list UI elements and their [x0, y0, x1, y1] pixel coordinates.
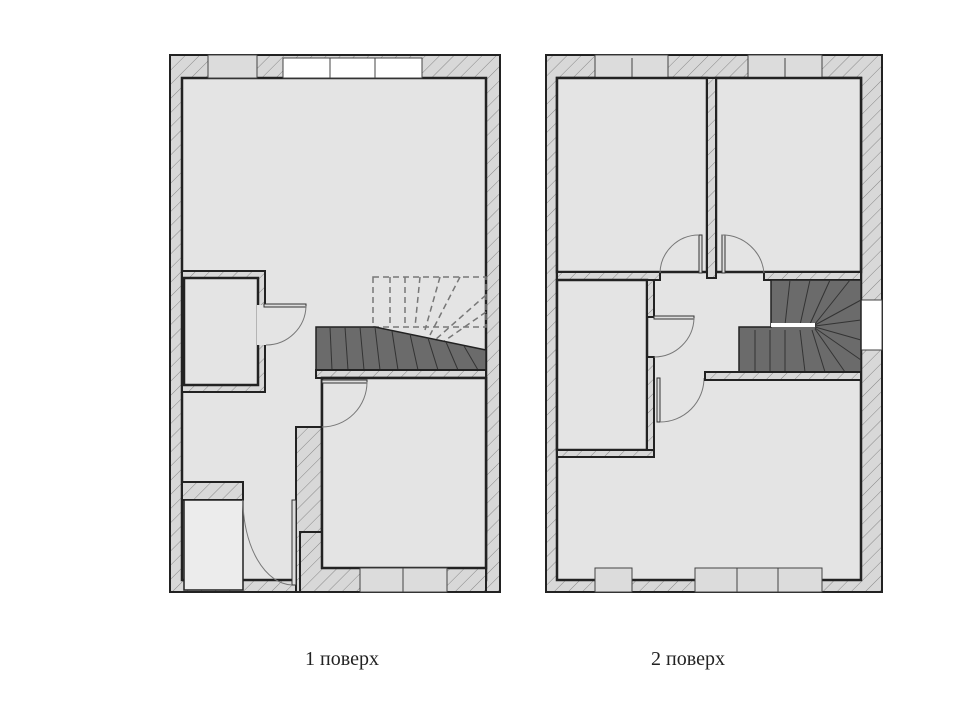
closet	[182, 276, 260, 387]
stair-handrail	[771, 323, 815, 327]
floor-plan-2: 2 поверх	[545, 54, 883, 670]
porch	[183, 499, 244, 591]
interior-wall	[704, 371, 862, 381]
door-leaf	[721, 234, 726, 274]
entry-door-leaf	[291, 499, 297, 586]
plan-2-label: 2 поверх	[651, 648, 725, 670]
door-leaf	[653, 315, 695, 320]
door-leaf	[698, 234, 703, 274]
window	[594, 567, 633, 593]
window	[694, 567, 823, 593]
door-swing	[659, 234, 700, 274]
interior-wall	[556, 449, 655, 458]
staircase	[315, 326, 487, 371]
door-swing	[321, 381, 368, 428]
door-swing	[721, 234, 765, 274]
door-swing	[265, 305, 307, 346]
plan-1-label: 1 поверх	[305, 648, 379, 670]
door-swing	[653, 317, 695, 358]
door-leaf	[656, 377, 661, 423]
interior-wall	[181, 481, 244, 501]
interior-wall	[646, 279, 655, 318]
stair-upper-ghost	[372, 276, 487, 345]
bedroom-2	[714, 76, 863, 274]
floor-plan-1: 1 поверх	[169, 54, 501, 670]
window	[207, 54, 258, 79]
interior-wall	[706, 77, 717, 279]
door-leaf	[263, 303, 307, 308]
bathroom	[555, 278, 649, 452]
interior-wall	[763, 271, 862, 281]
interior-wall	[646, 356, 655, 458]
door-leaf	[321, 379, 368, 384]
window	[860, 299, 883, 351]
window	[282, 57, 423, 79]
door-swing	[659, 377, 705, 423]
bedroom-1	[555, 76, 709, 274]
door-swing	[242, 499, 293, 586]
